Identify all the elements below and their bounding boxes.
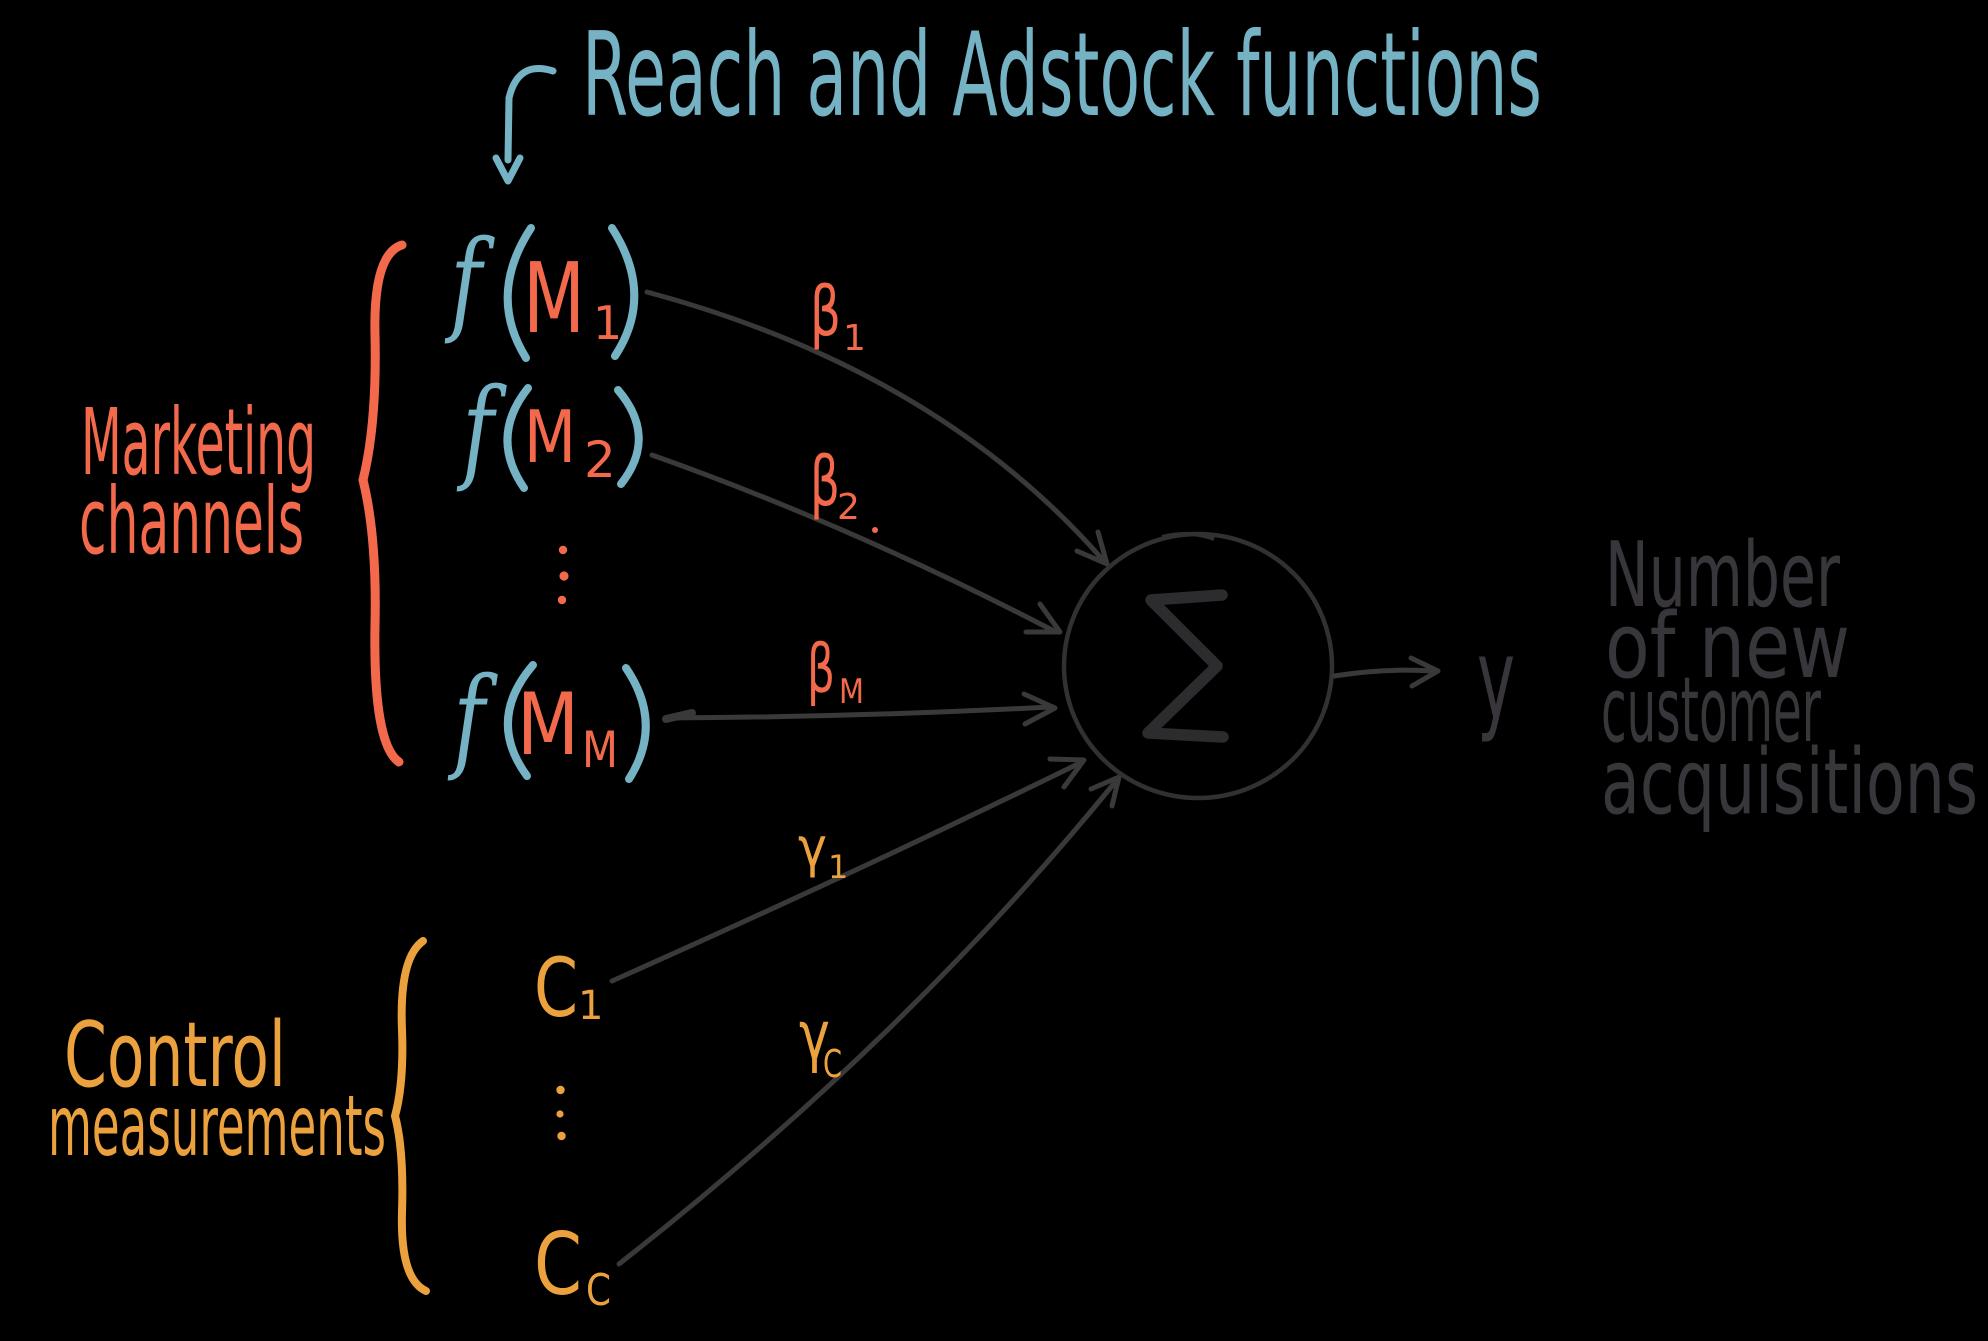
edge-c1-arrowhead [1047,756,1087,790]
edges [609,289,1122,1267]
ellipsis-dot [559,571,569,581]
channel-sub: 2 [584,431,616,489]
control-item-1: C 1 [534,942,603,1036]
weight-gamma1: γ 1 [798,816,848,886]
open-paren [503,224,535,362]
edge-m2-shaft [649,452,1059,635]
control-var: C [534,1215,582,1315]
weight-gammaC: γ C [799,997,842,1086]
ellipsis-dot [558,545,568,555]
ellipsis-dot [556,1085,565,1095]
output-label-line1: Number [1605,523,1840,628]
control-ellipsis [556,1085,566,1141]
control-group: Control measurements C 1 C C [48,937,611,1316]
channel-sub: 1 [593,296,622,350]
ellipsis-dot [556,1110,564,1118]
close-paren [622,664,650,783]
control-label-line1: Control [64,1003,286,1108]
control-sub: C [586,1265,611,1316]
edge-mm-shaft [663,704,1053,721]
weight-beta2: β 2 [810,442,860,528]
marketing-brace [358,240,407,767]
edge-mm-arrowhead [1021,691,1058,727]
channel-var: M [523,242,585,355]
weight-symbol: β [807,630,835,708]
weight-labels: β 1 β 2 β M γ 1 γ C [798,272,866,1086]
weight-sub: M [839,672,864,712]
open-paren [503,384,532,492]
control-var: C [534,942,578,1036]
output-symbol: y [1477,615,1515,745]
close-paren [614,386,643,488]
weight-sub: 1 [843,318,866,359]
edge-m2-arrowhead [1023,601,1063,635]
control-brace [390,937,430,1295]
channel-var: M [517,675,579,775]
title-text: Reach and Adstock functions [582,8,1542,143]
weight-symbol: β [810,272,841,352]
weight-sub: C [823,1042,842,1086]
control-sub: 1 [578,983,603,1029]
ellipsis-dot [557,1131,566,1141]
marketing-label-line1: Marketing [81,389,316,496]
output-group: y Number of new customer acquisitions [1331,523,1978,835]
close-paren [608,224,639,360]
weight-sub: 1 [828,848,848,886]
output-label-line4: acquisitions [1601,730,1978,835]
edge-c1-shaft [609,759,1085,984]
output-arrowhead [1408,655,1441,689]
title-annotation: Reach and Adstock functions [492,8,1542,185]
control-item-2: C C [534,1215,611,1316]
weight-sub: 2 [837,487,860,528]
sum-circle-overlap-nub [1161,532,1215,541]
ellipsis-dot [557,595,567,605]
marketing-label-line2: channels [79,468,304,575]
weight-symbol: γ [799,997,830,1076]
stray-pen-mark [872,527,878,533]
edge-cc-shaft [616,778,1119,1267]
channel-var: M [524,395,576,479]
sigma-stroke [1142,589,1229,743]
edge-m1-shaft [644,289,1106,563]
sum-node [1061,531,1335,801]
channel-sub: M [582,721,618,779]
marketing-ellipsis [557,545,569,605]
output-label: Number of new customer acquisitions [1601,523,1978,835]
title-arrow-shaft [504,65,557,164]
output-label-line3: customer [1601,658,1821,763]
edge-m1-arrowhead [1074,529,1110,567]
title-arrowhead [492,154,524,185]
weight-symbol: β [810,442,840,522]
weight-beta1: β 1 [810,272,866,359]
weight-betaM: β M [807,630,864,712]
output-arrow-shaft [1331,667,1435,679]
weight-symbol: γ [798,816,827,879]
edge-mm-tail-flick [662,709,696,723]
output-label-line2: of new [1605,594,1850,699]
open-paren [504,661,537,780]
edge-cc-arrowhead [1088,774,1122,809]
control-label-line2: measurements [48,1077,386,1175]
